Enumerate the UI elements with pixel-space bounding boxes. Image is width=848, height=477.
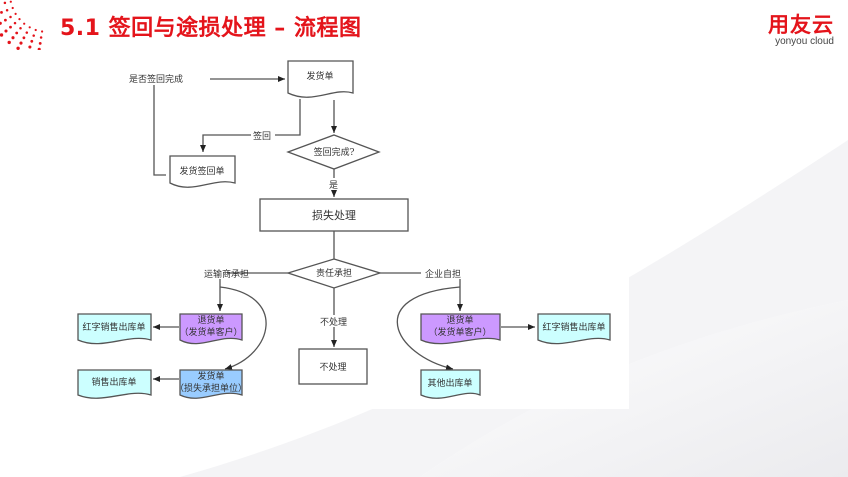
edge-carrier-curve bbox=[219, 286, 267, 370]
flowchart: 是否签回完成 签回 是 运输商承担 企业自担 不处理 发货单 发货签回单 签回完… bbox=[77, 60, 611, 399]
logo-dot bbox=[28, 26, 31, 29]
logo-dot bbox=[9, 25, 12, 29]
logo-dot bbox=[28, 45, 32, 49]
brand-name-cn: 用友云 bbox=[768, 13, 834, 37]
label-signback: 签回 bbox=[253, 130, 271, 142]
text-loss-processing: 损失处理 bbox=[312, 208, 356, 222]
logo-dot bbox=[34, 28, 37, 32]
brand-name-en: yonyou cloud bbox=[775, 36, 834, 47]
label-carrier-bears: 运输商承担 bbox=[204, 268, 249, 280]
brand-logo: 用友云 yonyou cloud bbox=[768, 14, 834, 48]
logo-dot bbox=[41, 30, 44, 33]
logo-dot bbox=[3, 1, 7, 5]
node-delivery-order-loss bbox=[179, 369, 243, 399]
label-yes: 是 bbox=[329, 180, 338, 191]
node-delivery-signback-order bbox=[169, 155, 236, 188]
label-is-signback-complete: 是否签回完成 bbox=[129, 73, 183, 85]
logo-dot bbox=[18, 18, 21, 21]
text-signback-decision: 签回完成? bbox=[314, 146, 355, 158]
text-delivery-order: 发货单 bbox=[306, 70, 333, 82]
text-delivery-order-loss-2: （损失承担单位） bbox=[175, 382, 247, 394]
brand-dots-logo bbox=[0, 0, 44, 50]
logo-dot bbox=[5, 8, 9, 12]
logo-dot bbox=[13, 21, 17, 25]
logo-dot bbox=[32, 34, 35, 37]
node-other-out-order bbox=[420, 369, 481, 399]
flowchart-image: 是否签回完成 签回 是 运输商承担 企业自担 不处理 发货单 发货签回单 签回完… bbox=[73, 55, 629, 409]
logo-dot bbox=[9, 0, 12, 3]
text-no-processing-box: 不处理 bbox=[319, 361, 346, 373]
logo-dot bbox=[14, 12, 17, 15]
label-company-bears: 企业自担 bbox=[425, 268, 461, 280]
logo-dot bbox=[39, 36, 43, 39]
node-signback-decision bbox=[286, 134, 381, 170]
logo-dot bbox=[4, 18, 7, 22]
node-return-order-right bbox=[420, 313, 501, 345]
logo-dot bbox=[37, 47, 41, 50]
text-delivery-signback-order: 发货签回单 bbox=[179, 165, 224, 177]
logo-dot bbox=[19, 41, 23, 45]
node-sales-out-order bbox=[77, 369, 152, 399]
edge-company-curve bbox=[396, 286, 461, 371]
logo-dot bbox=[0, 33, 4, 37]
node-no-processing bbox=[298, 348, 368, 385]
slide-title: 5.1 签回与途损处理 – 流程图 bbox=[60, 16, 362, 41]
logo-dot bbox=[0, 11, 3, 14]
text-liability-decision: 责任承担 bbox=[316, 267, 352, 279]
node-loss-processing bbox=[259, 198, 409, 232]
text-return-order-right-1: 退货单 bbox=[446, 314, 473, 326]
node-red-sales-out-right bbox=[537, 313, 611, 345]
logo-dot bbox=[11, 6, 14, 10]
node-liability-decision bbox=[285, 258, 383, 289]
logo-dot bbox=[16, 46, 20, 50]
node-red-sales-out-left bbox=[77, 313, 152, 345]
logo-dot bbox=[4, 29, 8, 33]
edge-question-to-signback-order bbox=[153, 84, 166, 176]
label-no-processing: 不处理 bbox=[320, 316, 347, 328]
logo-dot bbox=[25, 31, 29, 34]
logo-dot bbox=[30, 39, 34, 43]
logo-dot bbox=[9, 15, 12, 19]
node-return-order-left bbox=[179, 313, 243, 345]
logo-dot bbox=[7, 40, 11, 45]
edge-delivery-to-signback bbox=[200, 99, 301, 152]
logo-dot bbox=[11, 36, 15, 40]
logo-dot bbox=[15, 31, 19, 35]
logo-dot bbox=[0, 21, 2, 25]
text-delivery-order-loss-1: 发货单 bbox=[197, 370, 224, 382]
text-return-order-left-1: 退货单 bbox=[197, 314, 224, 326]
text-other-out-order: 其他出库单 bbox=[427, 377, 472, 389]
logo-dot bbox=[23, 22, 26, 25]
logo-dot bbox=[22, 36, 26, 40]
logo-dot bbox=[38, 42, 42, 45]
text-red-sales-out-left: 红字销售出库单 bbox=[82, 321, 145, 333]
text-sales-out-order: 销售出库单 bbox=[91, 376, 136, 388]
node-delivery-order bbox=[287, 60, 354, 98]
text-red-sales-out-right: 红字销售出库单 bbox=[542, 321, 605, 333]
text-return-order-left-2: （发货单客户） bbox=[179, 326, 242, 338]
text-return-order-right-2: （发货单客户） bbox=[428, 326, 491, 338]
logo-dot bbox=[19, 27, 22, 30]
